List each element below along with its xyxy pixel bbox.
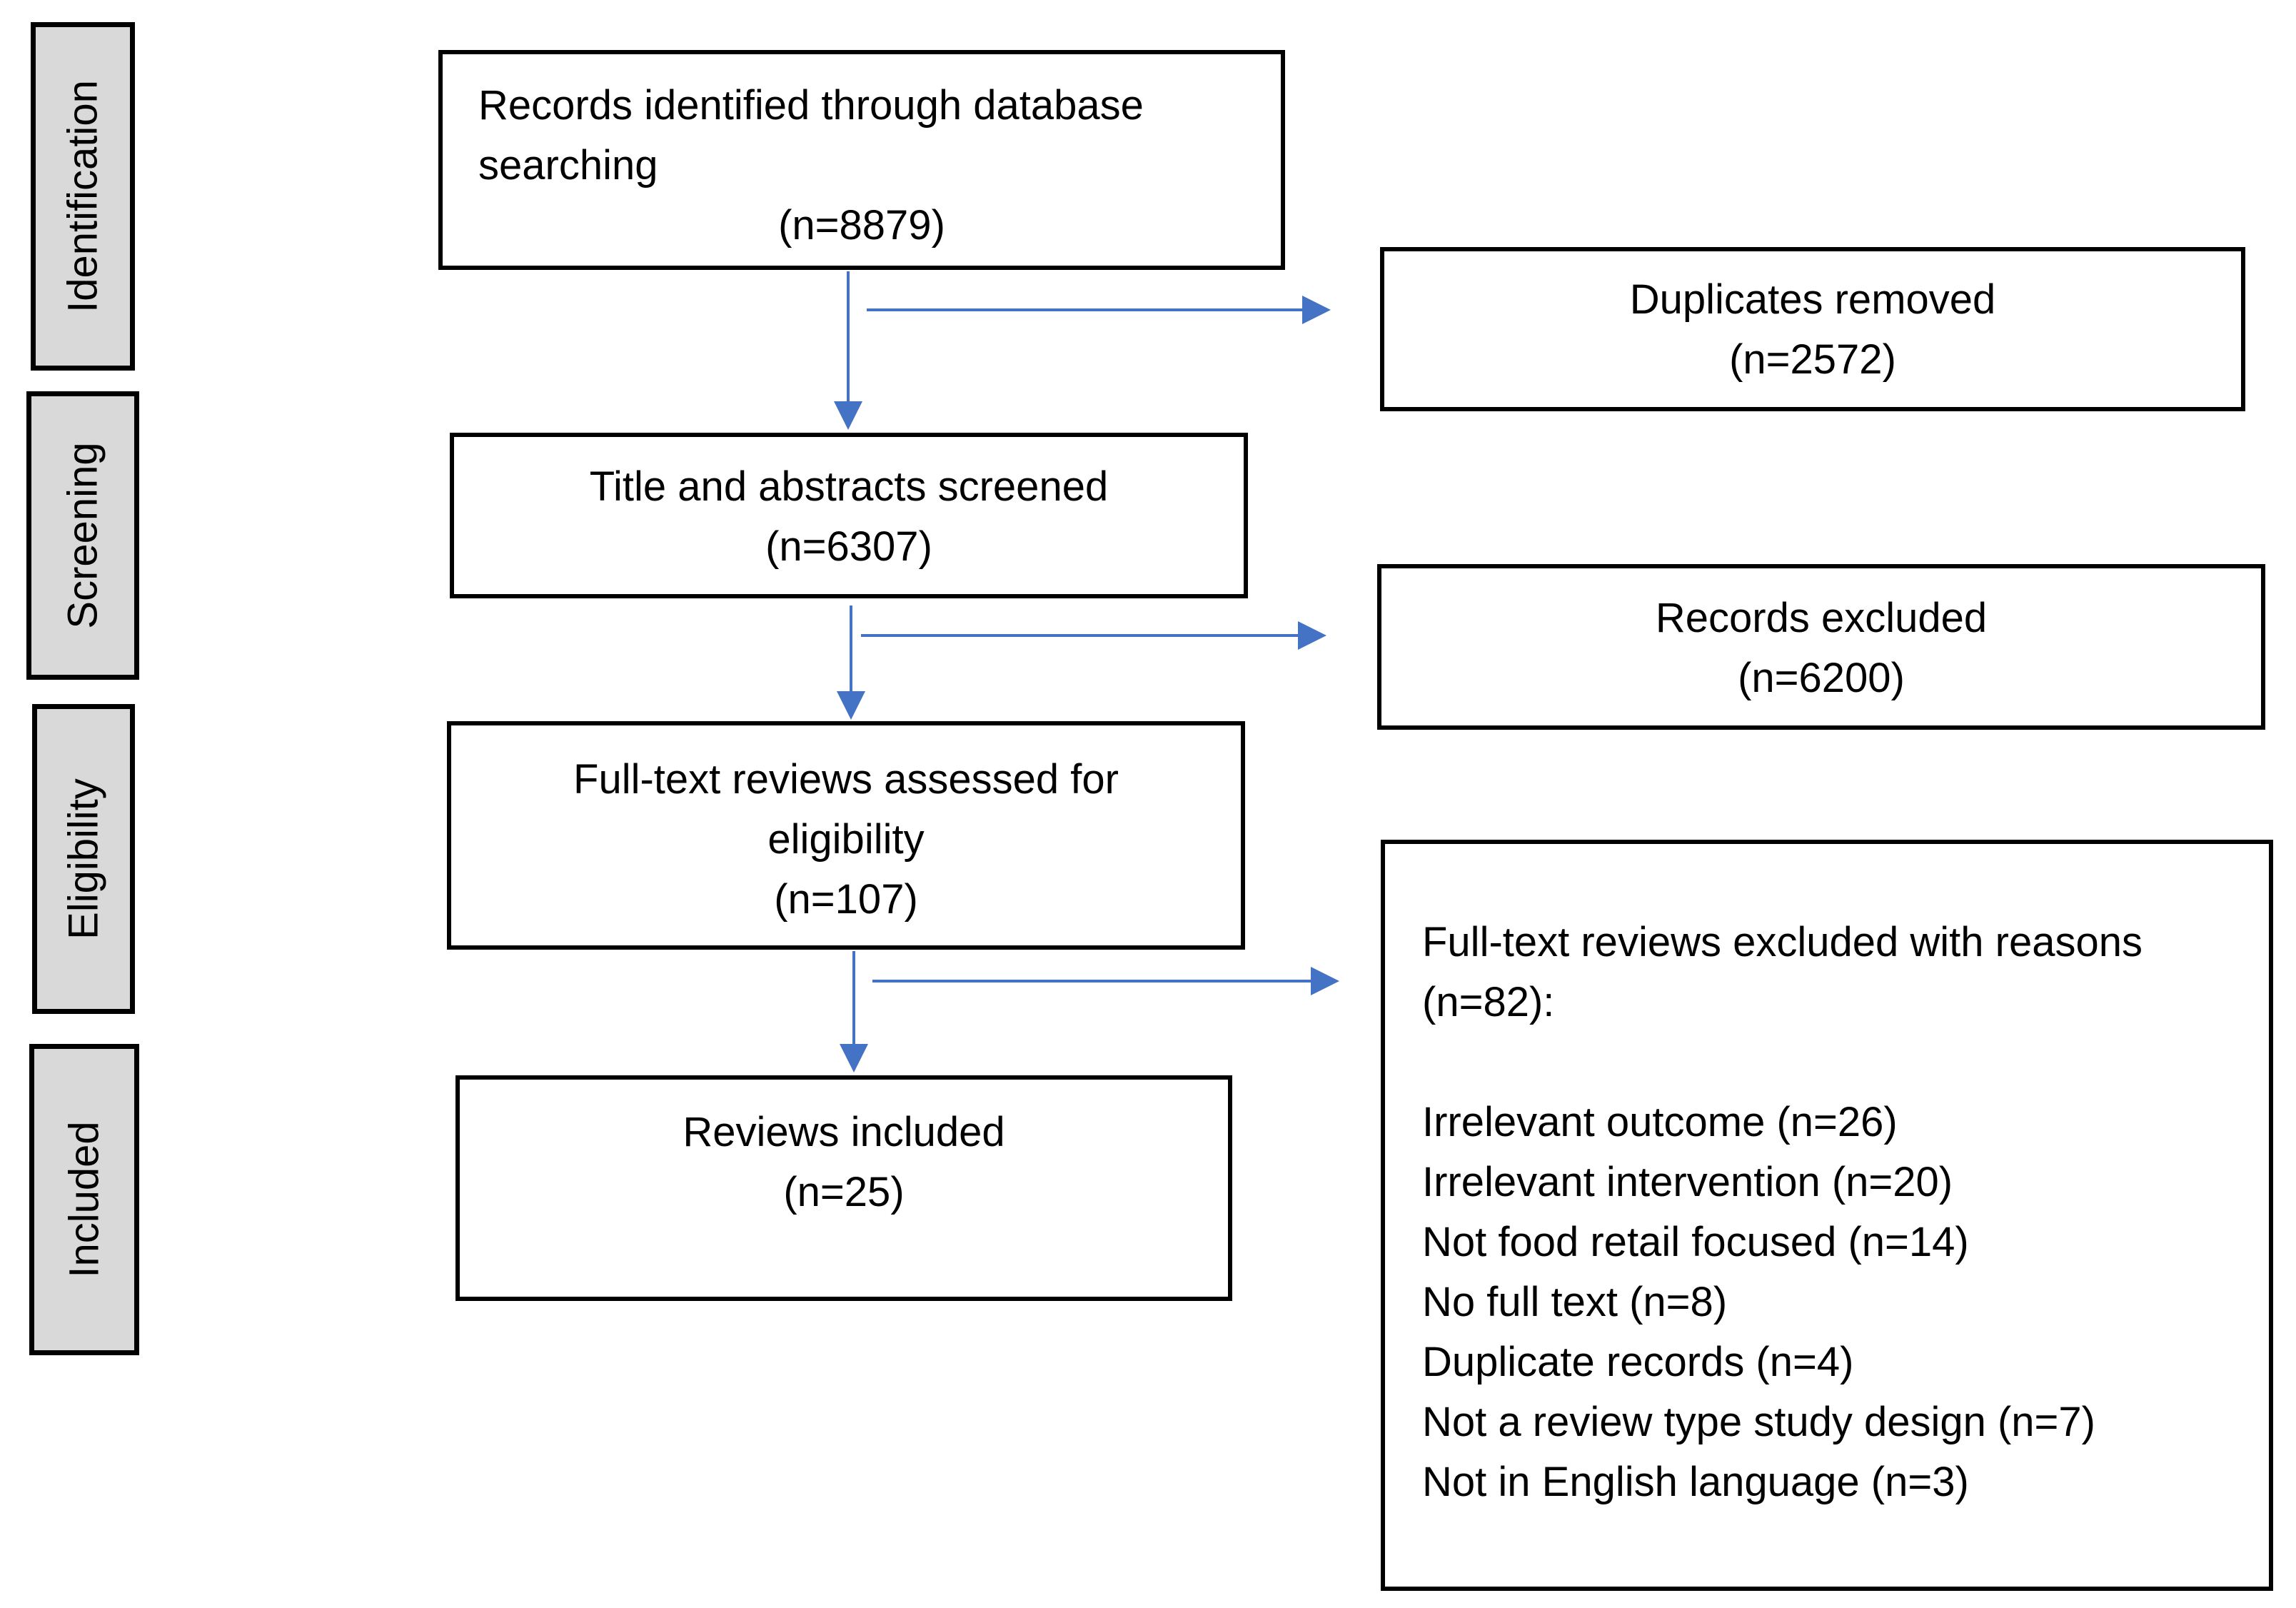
phase-eligibility: Eligibility xyxy=(32,704,135,1014)
records-excluded-count: (n=6200) xyxy=(1738,655,1905,701)
screened-box: Title and abstracts screened (n=6307) xyxy=(450,433,1248,598)
reviews-included-count: (n=25) xyxy=(783,1169,905,1215)
fulltext-assessed-box: Full-text reviews assessed for eligibili… xyxy=(447,721,1245,950)
duplicates-removed-count: (n=2572) xyxy=(1729,336,1896,383)
records-excluded-label: Records excluded xyxy=(1655,595,1988,641)
screened-label: Title and abstracts screened xyxy=(589,463,1109,510)
exclusion-reason: Irrelevant intervention (n=20) xyxy=(1422,1159,1953,1205)
phase-identification: Identification xyxy=(31,22,135,371)
reviews-included-box: Reviews included (n=25) xyxy=(455,1075,1232,1301)
phase-included: Included xyxy=(29,1044,139,1355)
screened-count: (n=6307) xyxy=(765,523,932,570)
records-identified-line1: Records identified through database xyxy=(478,82,1144,129)
records-identified-box: Records identified through database sear… xyxy=(438,50,1285,270)
exclusion-reason: No full text (n=8) xyxy=(1422,1279,1728,1325)
duplicates-removed-label: Duplicates removed xyxy=(1629,276,1996,323)
fulltext-assessed-line2: eligibility xyxy=(767,816,925,863)
reviews-included-label: Reviews included xyxy=(683,1109,1005,1155)
records-identified-line2: searching xyxy=(478,142,658,189)
records-excluded-box: Records excluded (n=6200) xyxy=(1377,564,2265,730)
exclusion-reason: Duplicate records (n=4) xyxy=(1422,1339,1854,1385)
exclusion-reason: Not food retail focused (n=14) xyxy=(1422,1219,1969,1265)
fulltext-excluded-heading: Full-text reviews excluded with reasons xyxy=(1422,919,2143,965)
records-identified-count: (n=8879) xyxy=(778,202,945,248)
phase-screening: Screening xyxy=(26,391,139,680)
exclusion-reason: Not a review type study design (n=7) xyxy=(1422,1399,2095,1445)
exclusion-reason: Irrelevant outcome (n=26) xyxy=(1422,1099,1898,1145)
duplicates-removed-box: Duplicates removed (n=2572) xyxy=(1380,247,2245,411)
exclusion-reason: Not in English language (n=3) xyxy=(1422,1459,1969,1505)
fulltext-excluded-box: Full-text reviews excluded with reasons … xyxy=(1381,840,2273,1591)
fulltext-assessed-count: (n=107) xyxy=(774,876,918,923)
fulltext-assessed-line1: Full-text reviews assessed for xyxy=(573,756,1119,803)
fulltext-excluded-count: (n=82): xyxy=(1422,979,1555,1025)
